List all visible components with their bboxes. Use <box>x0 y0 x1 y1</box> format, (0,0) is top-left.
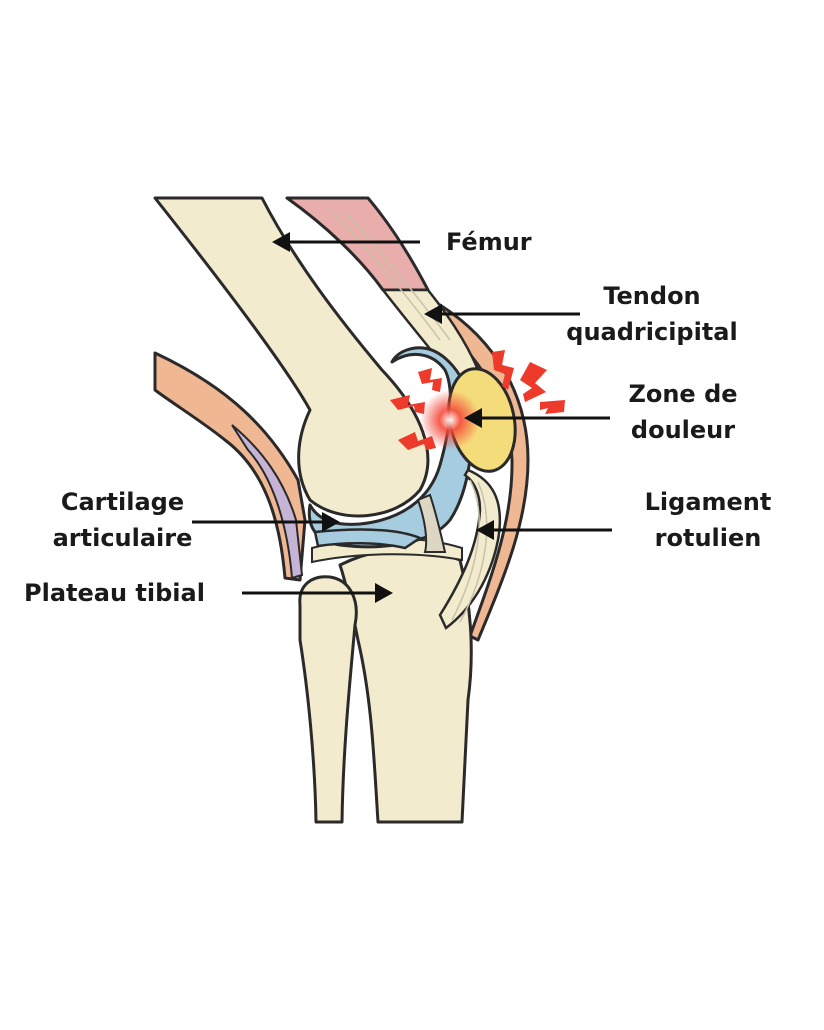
tibia-bone <box>338 547 473 824</box>
articular-cartilage-label: Cartilage articulaire <box>52 488 193 552</box>
pain-glow <box>420 390 480 450</box>
femur-bone <box>153 196 430 518</box>
meniscus <box>313 528 423 550</box>
femur-label: Fémur <box>446 228 532 256</box>
pain-marks <box>390 350 565 450</box>
pain-zone-label: Zone de douleur <box>628 380 738 444</box>
fibula-bone <box>298 575 358 824</box>
cruciate-ligament <box>416 493 447 553</box>
quadriceps-tendon-label: Tendon quadricipital <box>566 282 738 346</box>
label-arrows <box>192 232 612 603</box>
posterior-skin <box>153 351 307 582</box>
posterior-band <box>231 424 304 580</box>
patellar-ligament-label: Ligament rotulien <box>644 488 772 552</box>
tibial-plateau-label: Plateau tibial <box>24 579 205 607</box>
tendon-fibers <box>329 209 451 341</box>
